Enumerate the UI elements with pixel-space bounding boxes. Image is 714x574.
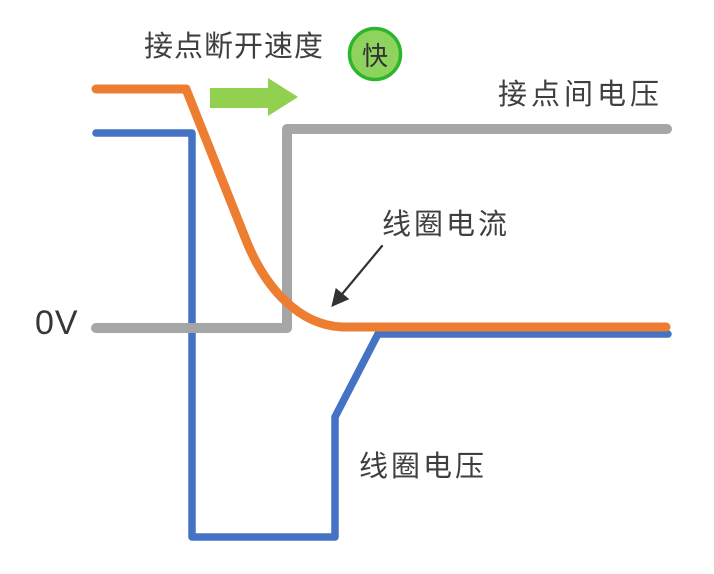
coil-current-pointer-arrow	[331, 244, 384, 308]
contact-voltage-label: 接点间电压	[498, 79, 664, 111]
coil-current-label: 线圈电流	[382, 209, 511, 241]
speed-badge-circle	[347, 26, 403, 82]
speed-arrow-icon	[210, 78, 298, 116]
coil-voltage-label: 线圈电压	[359, 451, 488, 483]
zero-volt-label: 0V	[35, 304, 79, 342]
coil-voltage-curve	[92, 129, 672, 541]
contact-voltage-curve	[91, 124, 672, 333]
coil-current-curve	[91, 84, 671, 332]
speed-badge-label: 快	[361, 40, 388, 71]
diagram-title: 接点断开速度	[144, 31, 325, 63]
